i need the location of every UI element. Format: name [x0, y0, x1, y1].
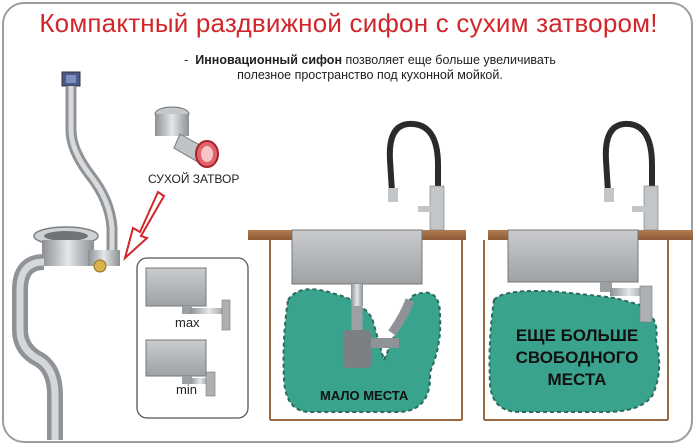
dry-lock-valve-icon: [154, 106, 219, 168]
subtitle-bullet: -: [184, 53, 189, 67]
faucet-icon: [386, 120, 445, 231]
sink-min: [145, 339, 216, 397]
subtitle: - Инновационный сифон позволяет еще боль…: [120, 53, 620, 83]
cabinet-left: [248, 229, 466, 421]
more-space-label: ЕЩЕ БОЛЬШЕ СВОБОДНОГО МЕСТА: [515, 326, 639, 389]
dry-lock-label: СУХОЙ ЗАТВОР: [148, 172, 240, 186]
subtitle-line1: позволяет еще больше увеличивать: [342, 53, 556, 67]
siphon-icon: [12, 71, 120, 440]
cabinet-right: [483, 229, 693, 421]
min-label: min: [176, 382, 197, 397]
green-zone-large: [488, 290, 661, 413]
max-label: max: [175, 315, 200, 330]
subtitle-line2: полезное пространство под кухонной мойко…: [237, 68, 503, 82]
page-title: Компактный раздвижной сифон с сухим затв…: [39, 8, 658, 38]
little-space-label: МАЛО МЕСТА: [320, 388, 409, 403]
faucet-right-icon: [602, 120, 659, 231]
subtitle-bold: Инновационный сифон: [195, 53, 342, 67]
pointer-arrow: [123, 190, 166, 262]
sink-max: [145, 267, 231, 331]
